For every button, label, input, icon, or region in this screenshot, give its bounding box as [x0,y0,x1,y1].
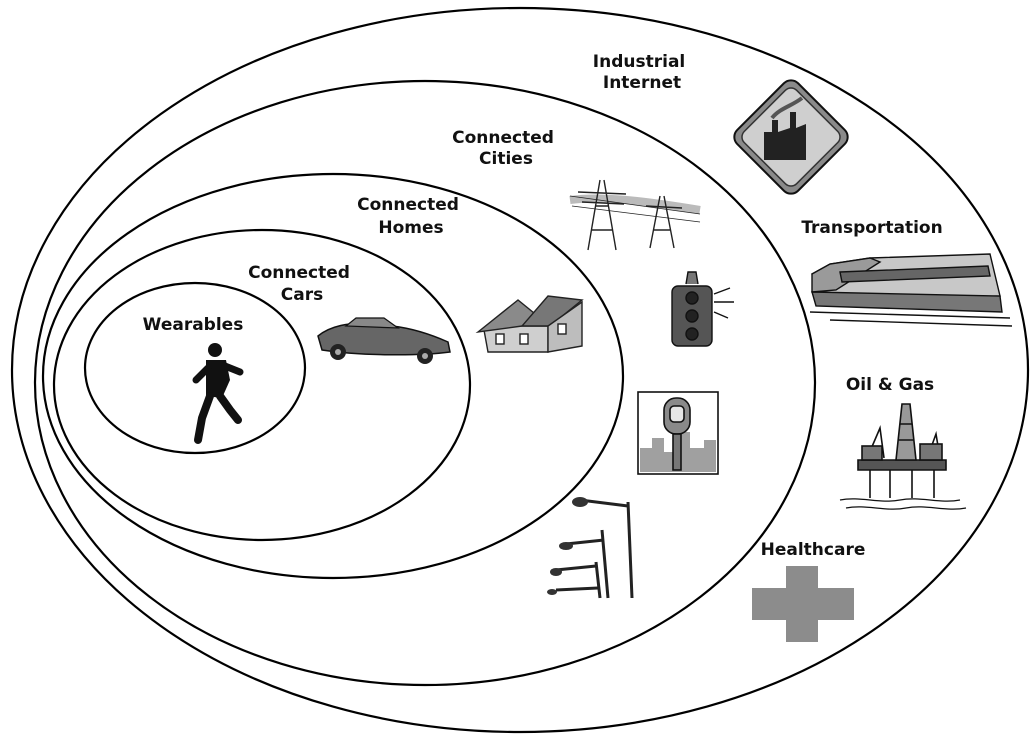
ring-connected-cars [52,228,472,542]
label-healthcare: Healthcare [761,540,866,560]
label-connected-homes: Connected Homes [357,195,465,238]
car-icon [317,317,451,364]
label-connected-cities: Connected Cities [452,128,560,169]
label-connected-cars: Connected Cars [248,263,356,305]
label-industrial-internet: Industrial Internet [593,52,691,93]
street-lamp-icon [547,497,634,599]
parking-meter-icon [637,391,719,475]
ring-connected-homes [41,172,625,580]
oil-rig-icon [839,403,967,510]
power-tower-icon [569,179,701,251]
traffic-light-icon [671,271,734,347]
ellipse-rings [10,6,1030,734]
house-icon [475,295,584,353]
label-wearables: Wearables [143,315,244,335]
train-icon [809,253,1013,327]
label-transportation: Transportation [801,218,942,238]
ring-wearables [83,281,307,455]
runner-icon [192,343,244,444]
ring-industrial-internet [10,6,1030,734]
factory-icon [733,79,849,195]
medical-cross-icon [752,566,854,642]
label-oil-gas: Oil & Gas [846,375,934,395]
ring-connected-cities [33,79,817,687]
